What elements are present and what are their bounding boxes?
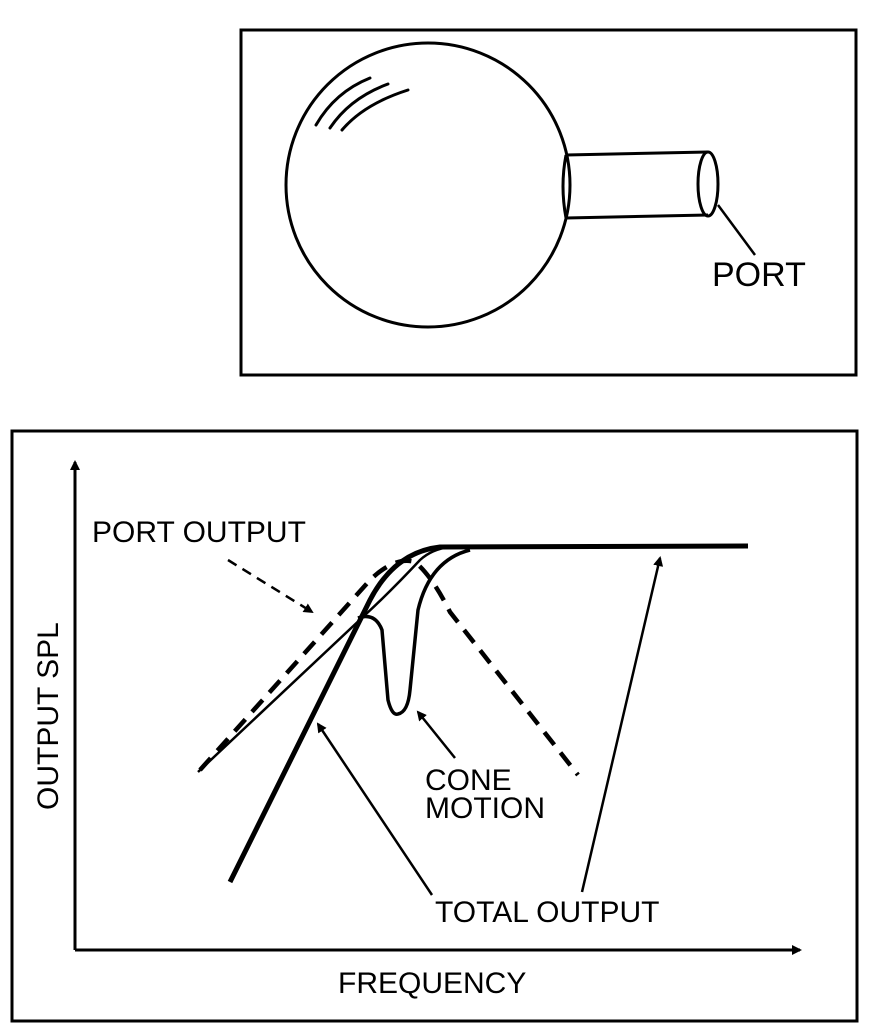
bottom-panel: PORT OUTPUT CONE MOTION TOTAL OUTPUT FRE…	[10, 429, 859, 1023]
port-output-label: PORT OUTPUT	[92, 516, 306, 549]
cone-motion-label-line2: MOTION	[425, 792, 545, 825]
sphere-enclosure	[284, 41, 572, 329]
port-output-curve	[198, 558, 580, 777]
port-leader-line	[716, 204, 757, 256]
cone-motion-label-line1: CONE	[425, 764, 512, 797]
cone-motion-arrow	[416, 710, 456, 759]
total-output-arrow-left	[316, 722, 434, 896]
total-output-label: TOTAL OUTPUT	[435, 896, 659, 929]
bottom-panel-frame	[10, 429, 859, 1023]
top-panel-frame	[239, 28, 858, 377]
leader-arrows	[227, 556, 664, 896]
cone-motion-curve	[357, 548, 471, 716]
sphere-highlight	[314, 76, 410, 132]
axes	[70, 460, 802, 955]
top-panel: PORT	[239, 28, 858, 377]
x-axis-label: FREQUENCY	[338, 967, 526, 1000]
y-axis-label: OUTPUT SPL	[32, 622, 65, 810]
total-output-curve	[227, 543, 749, 884]
port-output-arrow	[227, 558, 314, 614]
total-output-arrow-right	[580, 556, 664, 893]
port-label: PORT	[712, 256, 806, 294]
port-tube	[561, 150, 720, 220]
